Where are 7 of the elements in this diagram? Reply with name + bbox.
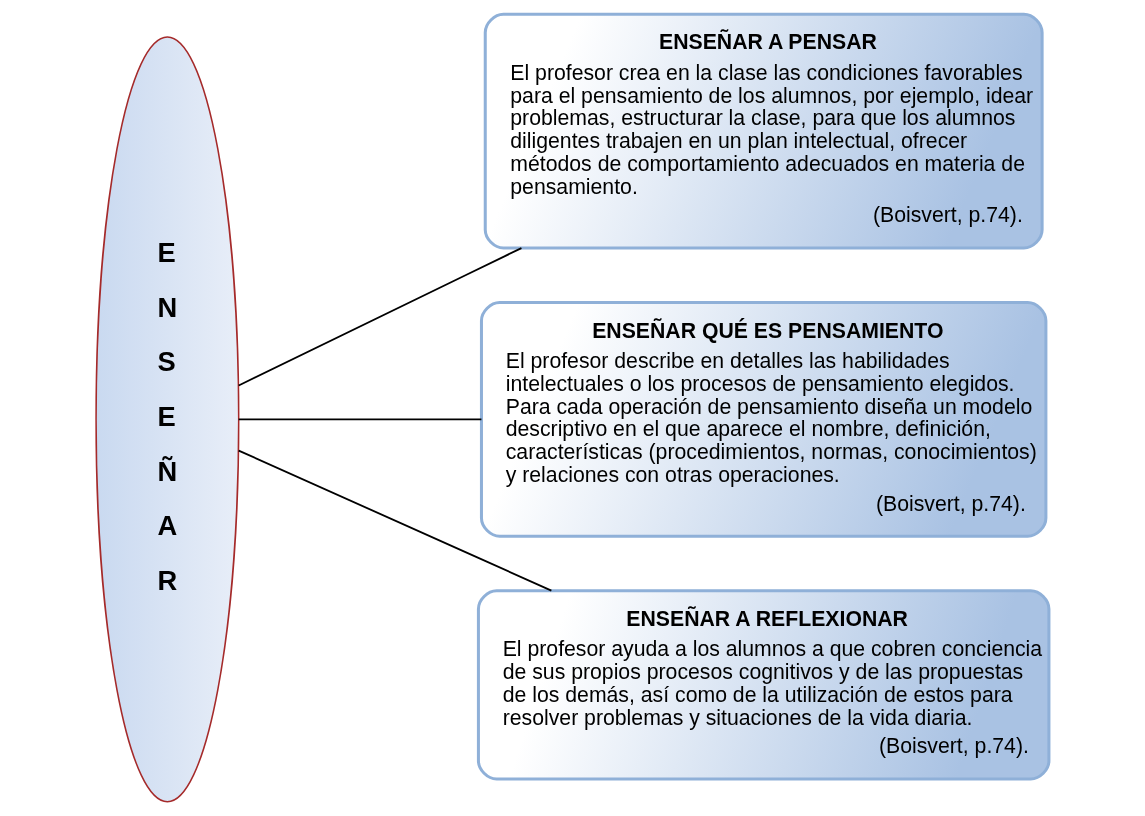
connector	[237, 449, 553, 592]
node-box: ENSEÑAR QUÉ ES PENSAMIENTO El profesor describe en detalles las habilidades intelectuales o los procesos de pensamiento elegidos. Para cada operación de pensamiento diseña un modelo descriptivo en el que aparece el nombre, definición, características (procedimientos, normas, conocimientos) y relaciones con otras operaciones. (Boisvert, p.74).	[479, 301, 1048, 538]
connector	[237, 247, 523, 387]
node-box: ENSEÑAR A PENSAR El profesor crea en la clase las condiciones favorables para el pensamiento de los alumnos, por ejemplo, idear problemas, estructurar la clase, para que los alumnos diligentes trabajen en un plan intelectual, ofrecer métodos de comportamiento adecuados en materia de pensamiento. (Boisvert, p.74).	[483, 12, 1044, 250]
node-ellipse: E N S E Ñ A R	[95, 36, 240, 803]
connector	[237, 418, 483, 421]
node-box: ENSEÑAR A REFLEXIONAR El profesor ayuda a los alumnos a que cobren conciencia de sus propios procesos cognitivos y de las propuestas de los demás, así como de la utilización de estos para resolver problemas y situaciones de la vida diaria. (Boisvert, p.74).	[476, 589, 1051, 781]
